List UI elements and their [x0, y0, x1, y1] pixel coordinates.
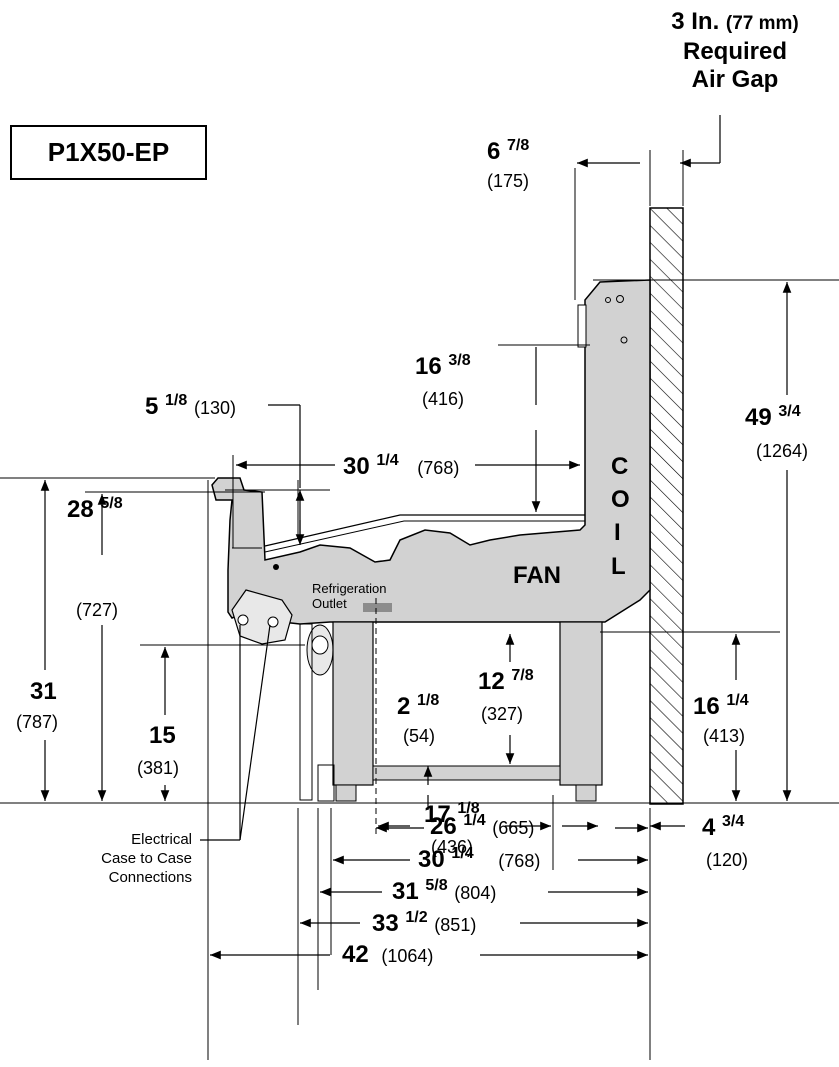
- coil-l: L: [611, 553, 626, 580]
- air-gap-note: 3 In. (77 mm) Required Air Gap: [671, 8, 799, 93]
- dim-28-5-8-mm: (727): [76, 600, 119, 620]
- fan-label: FAN: [513, 562, 561, 589]
- connector-icon: [267, 616, 279, 628]
- bracket: [577, 304, 587, 348]
- dim-15: 15: [149, 722, 176, 749]
- foot: [575, 784, 597, 802]
- foot: [335, 784, 357, 802]
- fitting-icon: [605, 297, 611, 303]
- dim-2-1-8: 2 1/8: [397, 692, 440, 720]
- model-label: P1X50-EP: [10, 125, 207, 180]
- shelf-line: [264, 520, 585, 553]
- coil-c: C: [611, 453, 629, 480]
- pipe-opening: [311, 635, 329, 655]
- fitting-icon: [273, 564, 279, 570]
- coil-i: I: [614, 519, 621, 546]
- dim-5-1-8: 5 1/8 (130): [145, 392, 236, 420]
- dim-4-3-4: 4 3/4: [702, 813, 745, 841]
- end-panel: [317, 764, 335, 802]
- leg-right: [559, 621, 603, 786]
- dim-16-3-8: 16 3/8: [415, 352, 471, 380]
- leg-left: [332, 621, 374, 786]
- dim-12-7-8: 12 7/8: [478, 667, 534, 695]
- dim-15-mm: (381): [137, 758, 180, 778]
- extension-lines: [0, 150, 839, 1060]
- fitting-icon: [620, 336, 628, 344]
- dim-31-5-8: 31 5/8 (804): [392, 877, 497, 905]
- dim-12-7-8-mm: (327): [481, 704, 524, 724]
- dim-16-1-4-mm: (413): [703, 726, 746, 746]
- dim-30-1-4-top: 30 1/4 (768): [343, 452, 460, 480]
- refrigeration-outlet-label-2: Outlet: [312, 596, 347, 611]
- coil-o: O: [611, 486, 630, 513]
- connector-icon: [237, 614, 249, 626]
- wall: [649, 207, 684, 805]
- dim-6-7-8: 6 7/8: [487, 137, 530, 165]
- dim-42: 42 (1064): [342, 941, 434, 968]
- dim-6-7-8-mm: (175): [487, 171, 530, 191]
- dim-31: 31: [30, 678, 57, 705]
- dim-49-3-4-mm: (1264): [756, 441, 809, 461]
- shelf-line: [264, 514, 585, 547]
- dimension-lines: [40, 115, 792, 960]
- dim-49-3-4: 49 3/4: [745, 403, 801, 431]
- dim-28-5-8: 28 5/8: [67, 495, 123, 523]
- dim-26-1-4: 26 1/4 (665): [430, 812, 535, 840]
- dim-16-1-4: 16 1/4: [693, 692, 749, 720]
- dim-31-mm: (787): [16, 712, 59, 732]
- dim-17-1-8-mm: (436): [431, 837, 474, 857]
- fitting-icon: [616, 295, 624, 303]
- base-rail: [372, 765, 561, 781]
- dim-30-1-4-bottom: 30 1/4 (768): [418, 845, 541, 873]
- dim-33-1-2: 33 1/2 (851): [372, 909, 477, 937]
- dim-17-1-8: 17 1/8: [424, 800, 480, 828]
- outlet-marker: [363, 603, 392, 612]
- electrical-box: [231, 589, 293, 645]
- electrical-connections-label: Electrical Case to Case Connections: [101, 831, 192, 886]
- refrigeration-outlet-label: Refrigeration: [312, 581, 387, 596]
- dim-2-1-8-mm: (54): [403, 726, 436, 746]
- dim-16-3-8-mm: (416): [422, 389, 465, 409]
- end-panel: [299, 623, 313, 801]
- dim-4-3-4-mm: (120): [706, 850, 749, 870]
